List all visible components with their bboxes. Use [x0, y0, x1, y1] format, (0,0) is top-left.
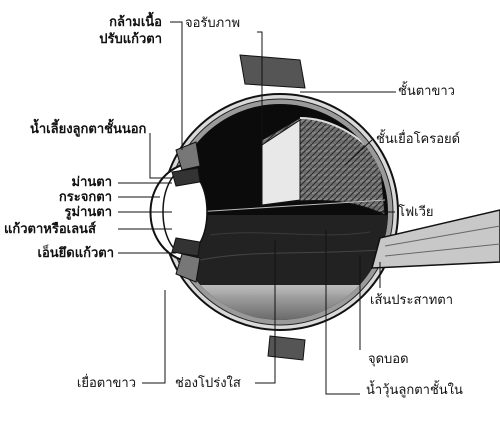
suspensory-ligament-label: เอ็นยึดแก้วตา — [37, 246, 115, 261]
iris-upper — [171, 167, 201, 187]
optic-nerve-shape — [371, 209, 500, 269]
lens-label: แก้วตาหรือเลนส์ — [4, 222, 96, 237]
optic-nerve-label: เส้นประสาทตา — [370, 293, 454, 308]
vitreous-humor-label: น้ำวุ้นลูกตาชั้นใน — [366, 383, 463, 398]
iris-label: ม่านตา — [71, 175, 113, 190]
pupil-label: รูม่านตา — [64, 205, 112, 220]
fovea-label: โฟเวีย — [398, 205, 434, 220]
iris-lower — [171, 237, 201, 257]
blind-spot-label: จุดบอด — [368, 352, 409, 367]
upper-muscle — [239, 54, 306, 89]
vitreous-chamber-label: ช่องโปร่งใส — [175, 376, 241, 391]
conjunctiva-label: เยื่อตาขาว — [76, 376, 136, 391]
choroid-label: ชั้นเยื่อโครอยด์ — [376, 132, 461, 147]
lower-muscle — [267, 335, 306, 361]
ciliary-muscle-label-2: ปรับแก้วตา — [99, 32, 162, 47]
retina-label: จอรับภาพ — [185, 16, 241, 31]
cornea-label: กระจกตา — [58, 190, 112, 205]
sclera-outer-label: ชั้นตาขาว — [398, 84, 455, 99]
ciliary-muscle-label-1: กล้ามเนื้อ — [109, 15, 162, 30]
aqueous-humor-label: น้ำเลี้ยงลูกตาชั้นนอก — [30, 122, 147, 137]
